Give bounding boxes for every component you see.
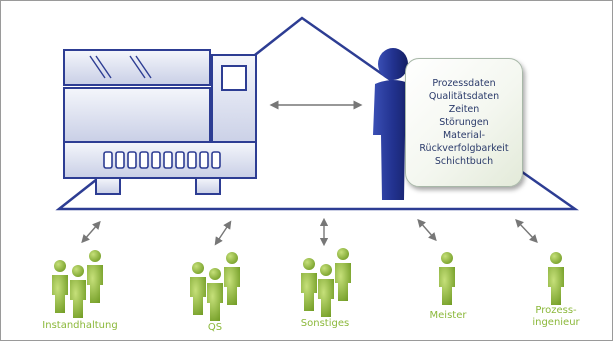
operator-person-icon (373, 48, 413, 200)
item-material: Material- (442, 130, 486, 141)
label-instandhaltung: Instandhaltung (42, 320, 118, 331)
label-meister: Meister (429, 310, 467, 321)
label-sonstiges: Sonstiges (300, 318, 350, 329)
label-prozessingenieur: Prozess- ingenieur (532, 305, 580, 328)
arrow-meister (417, 218, 437, 242)
group-prozessingenieur-icon (548, 252, 564, 305)
item-zeiten: Zeiten (448, 104, 480, 115)
arrow-prozessingenieur (515, 218, 538, 244)
item-stoerungen: Störungen (439, 117, 489, 128)
group-meister-icon (439, 252, 455, 305)
item-schichtbuch: Schichtbuch (434, 156, 494, 167)
item-rueckverfolgbarkeit: Rückverfolgbarkeit (419, 143, 509, 154)
arrow-qs (214, 220, 232, 246)
machine-icon (63, 49, 257, 195)
item-qualitaetsdaten: Qualitätsdaten (428, 91, 500, 102)
label-qs: QS (207, 322, 223, 333)
item-prozessdaten: Prozessdaten (432, 78, 496, 89)
group-qs-icon (190, 252, 240, 321)
group-instandhaltung-icon (52, 250, 103, 318)
process-data-callout: Prozessdaten Qualitätsdaten Zeiten Störu… (405, 58, 523, 187)
group-sonstiges-icon (301, 248, 351, 317)
arrow-instandhaltung (81, 220, 101, 244)
